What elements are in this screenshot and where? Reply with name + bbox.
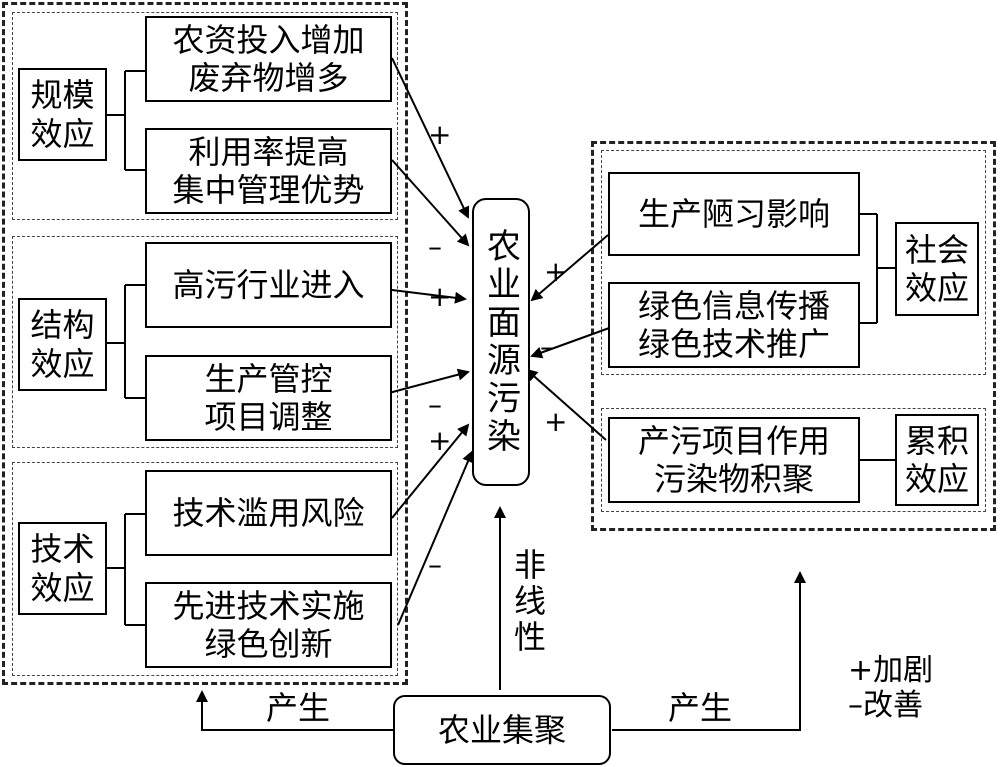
agricultural-nonpoint-pollution-box: 农业面源污染 — [472, 198, 530, 486]
agricultural-agglomeration-box: 农业集聚 — [393, 695, 611, 765]
social-effect-box: 社会 效应 — [895, 222, 979, 316]
sign-plus-accumulation: + — [544, 405, 568, 438]
sign-plus-high-pollution: + — [428, 280, 452, 313]
sign-minus-green-info: – — [540, 330, 554, 363]
factor-green-info: 绿色信息传播 绿色技术推广 — [608, 282, 860, 368]
sign-minus-control: – — [428, 388, 442, 421]
factor-input-increase: 农资投入增加 废弃物增多 — [145, 16, 392, 102]
factor-pollutant-accumulation: 产污项目作用 污染物积聚 — [608, 417, 860, 503]
cumulative-effect-box: 累积 效应 — [895, 414, 979, 506]
factor-production-control: 生产管控 项目调整 — [145, 355, 392, 441]
cumulative-effect-group — [601, 408, 986, 512]
sign-minus-green-innovation: – — [428, 548, 442, 581]
sign-plus-tech-abuse: + — [428, 424, 452, 457]
factor-green-innovation: 先进技术实施 绿色创新 — [145, 582, 392, 668]
factor-efficiency-improve: 利用率提高 集中管理优势 — [145, 128, 392, 214]
sign-plus-bad-habits: + — [544, 255, 568, 288]
left-effects-frame — [2, 2, 408, 685]
legend: +加剧 –改善 — [848, 653, 934, 723]
scale-effect-box: 规模 效应 — [18, 68, 107, 161]
technology-effect-box: 技术 效应 — [18, 522, 107, 615]
center-label: 农业面源污染 — [480, 228, 521, 456]
factor-bad-habits: 生产陋习影响 — [608, 172, 860, 256]
structure-effect-group — [12, 236, 398, 448]
factor-tech-abuse: 技术滥用风险 — [145, 470, 392, 556]
sign-plus-input: + — [428, 118, 452, 151]
factor-high-pollution-entry: 高污行业进入 — [145, 242, 392, 328]
produce-right-label: 产生 — [668, 689, 733, 727]
produce-left-label: 产生 — [266, 689, 331, 727]
structure-effect-box: 结构 效应 — [18, 298, 107, 391]
nonlinear-label: 非线性 — [509, 548, 547, 656]
sign-minus-efficiency: – — [428, 230, 442, 263]
